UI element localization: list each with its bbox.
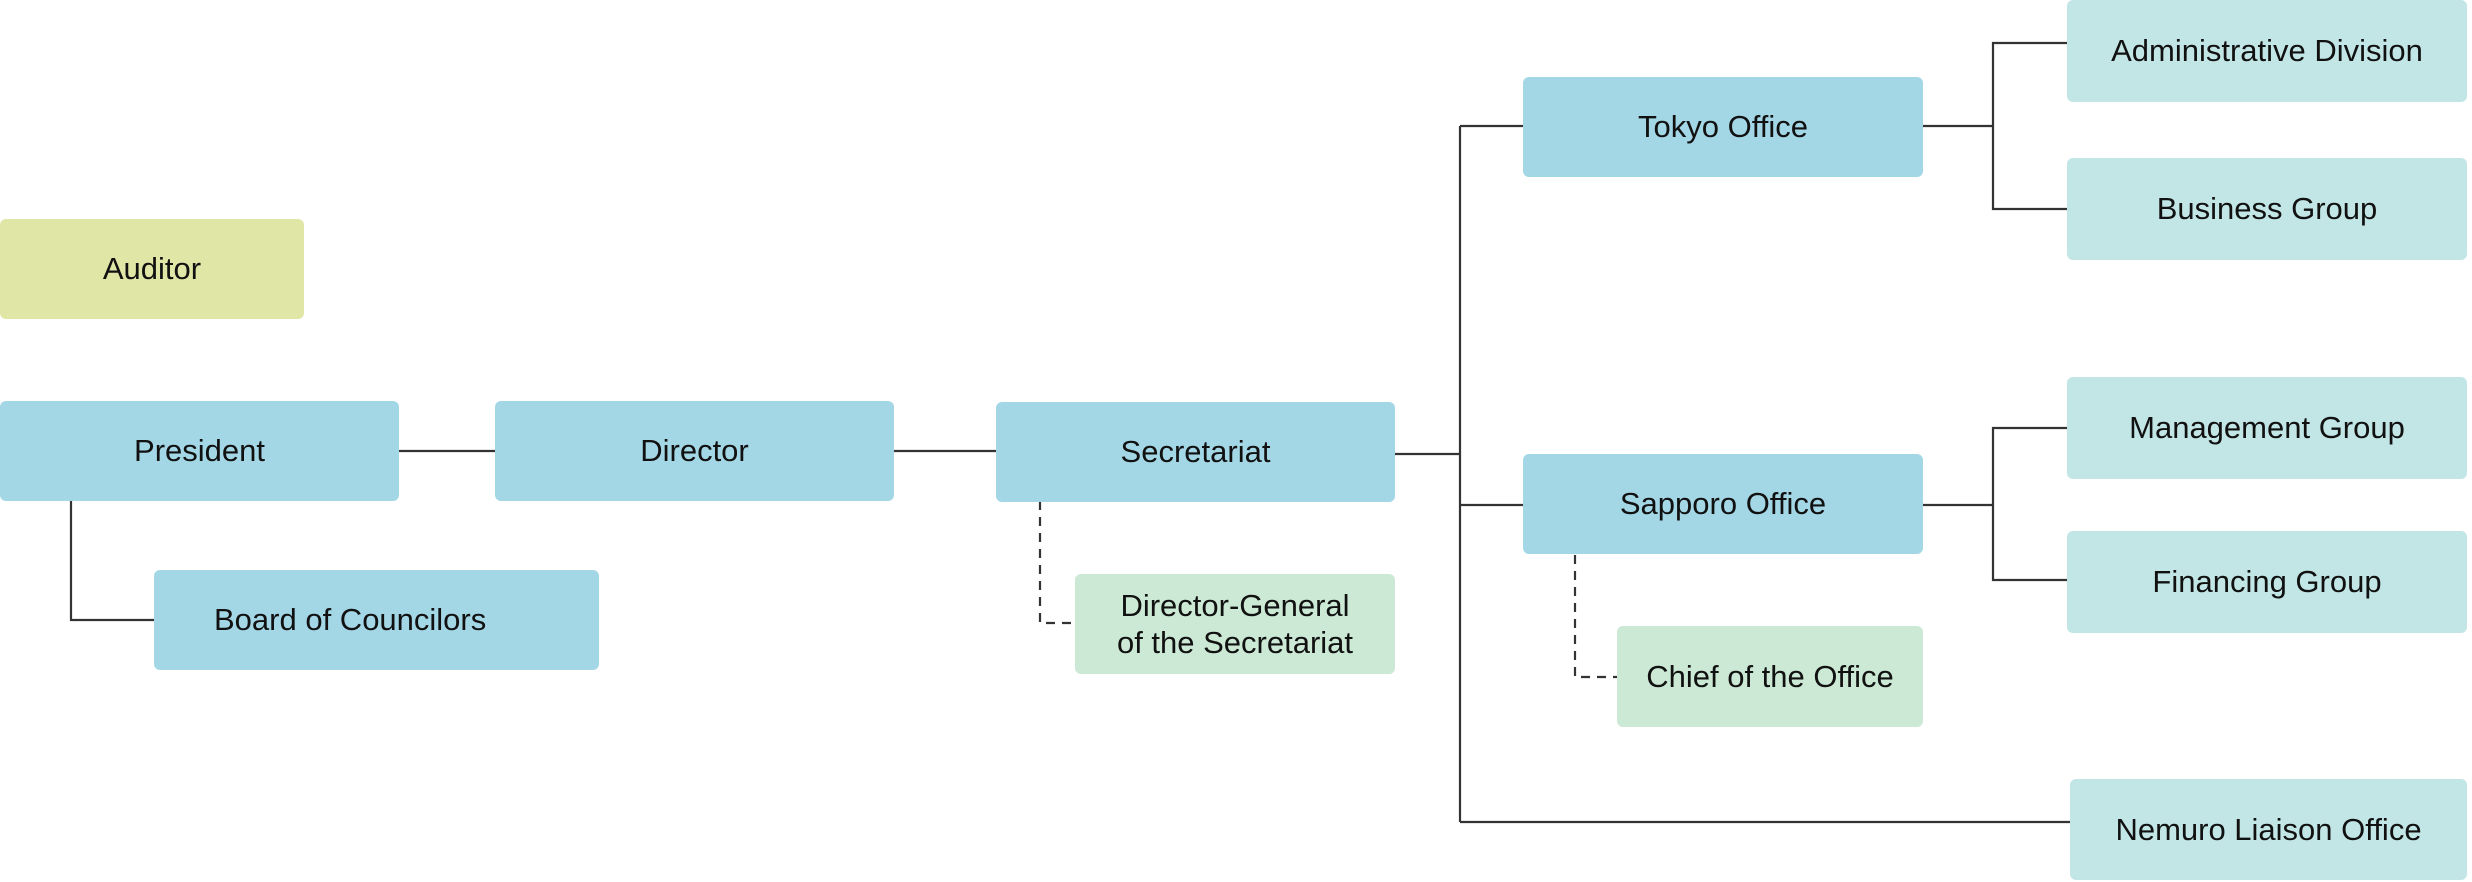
chief-of-the-office-label: Chief of the Office bbox=[1646, 658, 1894, 694]
nemuro-liaison-office-label: Nemuro Liaison Office bbox=[2115, 811, 2422, 847]
auditor-box: Auditor bbox=[0, 219, 304, 319]
auditor-label: Auditor bbox=[102, 251, 202, 287]
tokyo-office-box: Tokyo Office bbox=[1523, 77, 1923, 177]
administrative-division-box: Administrative Division bbox=[2067, 0, 2467, 102]
board-of-councilors-box: Board of Councilors bbox=[154, 570, 599, 670]
sapporo-office-label: Sapporo Office bbox=[1619, 486, 1827, 522]
financing-group-label: Financing Group bbox=[2152, 564, 2382, 600]
business-group-label: Business Group bbox=[2156, 191, 2378, 227]
board-of-councilors-label: Board of Councilors bbox=[214, 602, 487, 638]
president-board-line bbox=[69, 501, 154, 622]
tokyo-subunits-line bbox=[1991, 41, 2067, 211]
director-general-label-line-2: of the Secretariat bbox=[1116, 625, 1354, 660]
president-box: President bbox=[0, 401, 399, 501]
sapporo-office-box: Sapporo Office bbox=[1523, 454, 1923, 554]
secretariat-label: Secretariat bbox=[1120, 434, 1271, 470]
sapporo-chief-dashed-line bbox=[1573, 555, 1617, 679]
director-general-box: Director-General of the Secretariat bbox=[1075, 574, 1395, 674]
secretariat-box: Secretariat bbox=[996, 402, 1395, 502]
tokyo-office-label: Tokyo Office bbox=[1637, 109, 1808, 145]
administrative-division-label: Administrative Division bbox=[2111, 33, 2423, 69]
business-group-box: Business Group bbox=[2067, 158, 2467, 260]
sapporo-subunits-line bbox=[1991, 426, 2067, 582]
secretariat-director-general-dashed-line bbox=[1038, 501, 1075, 625]
president-label: President bbox=[134, 433, 265, 469]
chief-of-the-office-box: Chief of the Office bbox=[1617, 626, 1923, 727]
management-group-label: Management Group bbox=[2129, 410, 2405, 446]
director-label: Director bbox=[640, 433, 749, 469]
nemuro-liaison-office-box: Nemuro Liaison Office bbox=[2070, 779, 2467, 880]
director-general-label-line-1: Director-General bbox=[1120, 587, 1350, 623]
financing-group-box: Financing Group bbox=[2067, 531, 2467, 633]
management-group-box: Management Group bbox=[2067, 377, 2467, 479]
director-box: Director bbox=[495, 401, 894, 501]
